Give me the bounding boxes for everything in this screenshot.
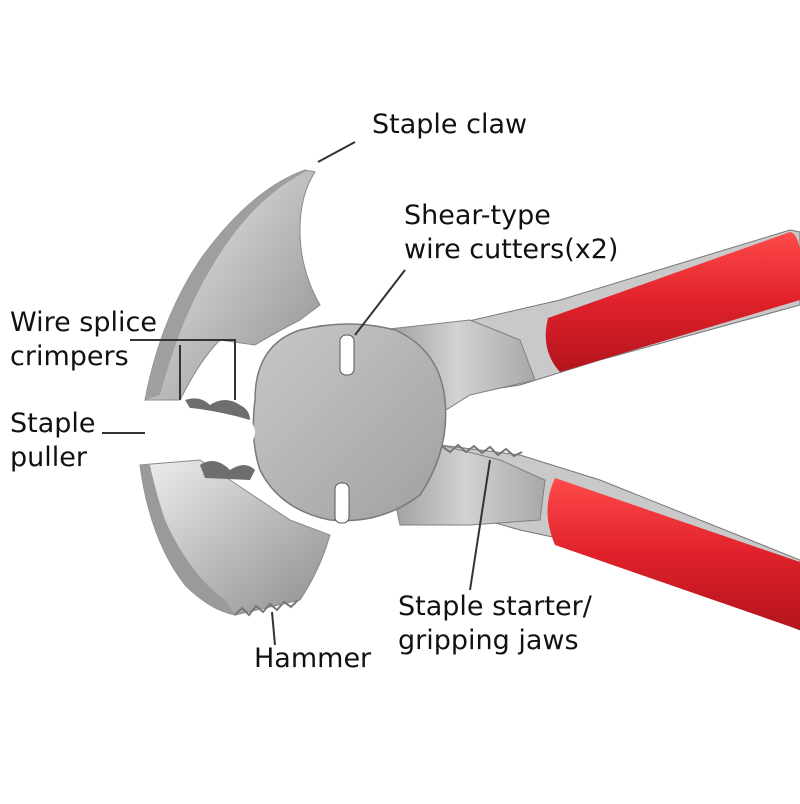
leader-staple-claw: [317, 141, 356, 163]
label-shear-cutters-line1: Shear-type: [404, 200, 551, 231]
label-staple-starter-line1: Staple starter/: [398, 591, 592, 622]
label-wire-splice-line2: crimpers: [10, 341, 129, 372]
label-staple-puller-line2: puller: [10, 442, 87, 473]
leader-staple-starter: [469, 459, 491, 591]
label-staple-puller: Staple puller: [10, 407, 96, 475]
label-wire-splice: Wire splice crimpers: [10, 306, 157, 374]
leader-hammer: [271, 611, 276, 646]
label-hammer-text: Hammer: [254, 643, 372, 674]
leader-wire-splice: [130, 339, 236, 400]
label-wire-splice-line1: Wire splice: [10, 307, 157, 338]
lower-head: [139, 459, 331, 617]
label-shear-cutters-line2: wire cutters(x2): [404, 234, 619, 265]
label-staple-starter: Staple starter/ gripping jaws: [398, 590, 592, 658]
pivot-hub: [140, 323, 447, 524]
label-staple-starter-line2: gripping jaws: [398, 625, 579, 656]
label-staple-claw-text: Staple claw: [372, 109, 528, 140]
label-shear-cutters: Shear-type wire cutters(x2): [404, 199, 618, 267]
label-staple-puller-line1: Staple: [10, 408, 96, 439]
leader-shear-cutters: [354, 269, 406, 336]
label-staple-claw: Staple claw: [372, 108, 527, 142]
label-hammer: Hammer: [254, 642, 371, 676]
